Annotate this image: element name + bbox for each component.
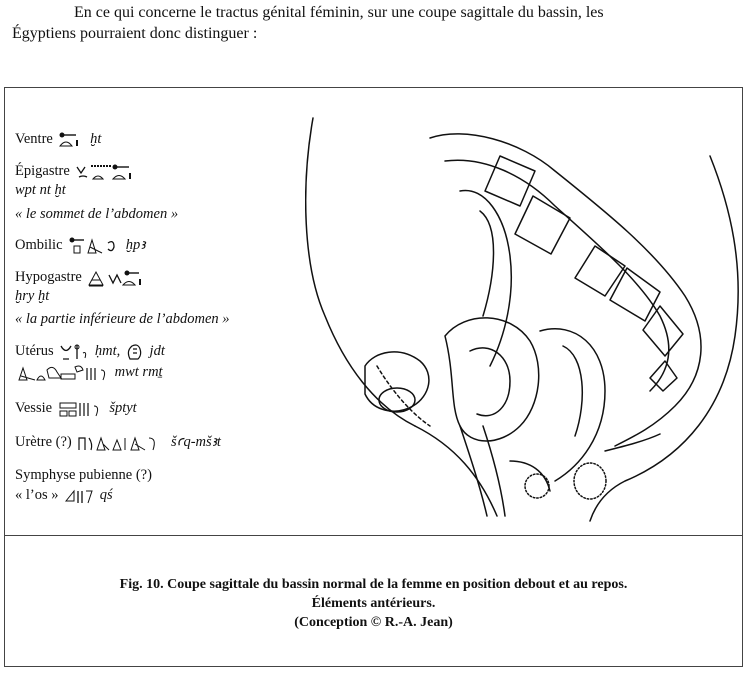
intro-line-2: Égyptiens pourraient donc distinguer : [12, 25, 258, 42]
uterine-cavity [469, 347, 511, 417]
hieroglyph-icon [65, 489, 93, 503]
pelvis-sagittal-section-drawing [305, 117, 739, 522]
hieroglyph-icon [60, 344, 87, 360]
rectum-outline [539, 328, 606, 482]
rectum-inner [562, 345, 583, 437]
entry-transliteration: qś [99, 487, 113, 503]
caption-line-3: (Conception © R.-A. Jean) [294, 615, 453, 630]
entry-transliteration-3: mwt rmṯ [114, 364, 163, 380]
vertebra [514, 195, 571, 255]
entry-transliteration: šꜥq-mšꜣt [171, 434, 221, 450]
bladder-outline [364, 351, 430, 412]
caption-divider [5, 535, 742, 536]
vertebra [574, 245, 626, 297]
vertebra [484, 155, 536, 207]
uterus-outline [444, 317, 540, 442]
intestine-loop [459, 189, 513, 367]
hieroglyph-icon [69, 237, 115, 254]
figure-frame: Ventre ḫt Épigastre wpt nt ḫt « le somme… [4, 87, 743, 667]
entry-uretre: Urètre (?) šꜥq-mšꜣt [15, 433, 221, 452]
vertebra [609, 267, 661, 322]
anal-sphincter-dotted [524, 473, 550, 499]
entry-hypogastre: Hypogastre [15, 268, 145, 287]
entry-label: Utérus [15, 343, 54, 359]
entry-transliteration: ḫt [90, 131, 102, 147]
hieroglyph-icon [78, 436, 156, 451]
entry-vessie: Vessie šptyt [15, 399, 137, 418]
entry-label: Ombilic [15, 237, 63, 253]
hieroglyph-icon [127, 344, 142, 360]
figure-caption: Fig. 10. Coupe sagittale du bassin norma… [5, 575, 742, 632]
entry-epigastre: Épigastre [15, 162, 139, 181]
vagina-wall-front [459, 425, 488, 517]
entry-symphyse-line-2: « l’os » qś [15, 486, 113, 505]
entry-transliteration: wpt nt ḫt [15, 182, 66, 198]
entry-transliteration: šptyt [109, 400, 137, 416]
vertebra [642, 305, 684, 357]
hieroglyph-icon [59, 132, 79, 147]
entry-ombilic: Ombilic ḫpꜣ [15, 236, 145, 255]
back-outline [589, 155, 739, 522]
entry-ventre: Ventre ḫt [15, 130, 101, 148]
entry-gloss: « le sommet de l’abdomen » [15, 206, 179, 222]
intro-line-1: En ce qui concerne le tractus génital fé… [74, 4, 604, 21]
vagina-wall-back [482, 425, 506, 517]
entry-label: Ventre [15, 131, 53, 147]
entry-label: Vessie [15, 400, 53, 416]
perineum-outline [414, 425, 498, 517]
hieroglyph-icon [76, 164, 132, 180]
entry-symphyse: Symphyse pubienne (?) [15, 466, 152, 484]
entry-label: Urètre (?) [15, 434, 72, 450]
caption-line-1: Fig. 10. Coupe sagittale du bassin norma… [119, 577, 628, 592]
hieroglyph-icon [88, 270, 142, 287]
entry-transliteration-2: jdt [149, 343, 165, 359]
bladder-inner [378, 387, 416, 413]
entry-sub-label: « l’os » [15, 487, 59, 503]
entry-uterus-line-2: mwt rmṯ [15, 363, 163, 382]
entry-uterus: Utérus ḥmt, jdt [15, 342, 165, 361]
entry-label: Épigastre [15, 163, 70, 179]
entry-transliteration: ḫry ḫt [15, 288, 50, 304]
pubic-symphysis-dashed [376, 365, 431, 427]
intestine-loop [479, 210, 495, 317]
entry-label: Symphyse pubienne (?) [15, 467, 152, 483]
abdominal-wall-outline [305, 117, 416, 427]
entry-transliteration: ḥmt, [94, 343, 121, 359]
levator-muscle [604, 433, 661, 452]
sacrum-outer [429, 133, 702, 447]
hieroglyph-icon [59, 402, 98, 417]
perineal-body-dotted [573, 462, 607, 500]
entry-gloss: « la partie inférieure de l’abdomen » [15, 311, 230, 327]
vertebra [649, 360, 678, 392]
caption-line-2: Éléments antérieurs. [311, 596, 436, 611]
entry-transliteration: ḫpꜣ [125, 237, 146, 253]
intro-paragraph: En ce qui concerne le tractus génital fé… [12, 2, 740, 44]
sacrum-inner [444, 159, 670, 392]
perineal-muscle [509, 460, 551, 492]
entry-label: Hypogastre [15, 269, 82, 285]
hieroglyph-icon [18, 365, 106, 381]
